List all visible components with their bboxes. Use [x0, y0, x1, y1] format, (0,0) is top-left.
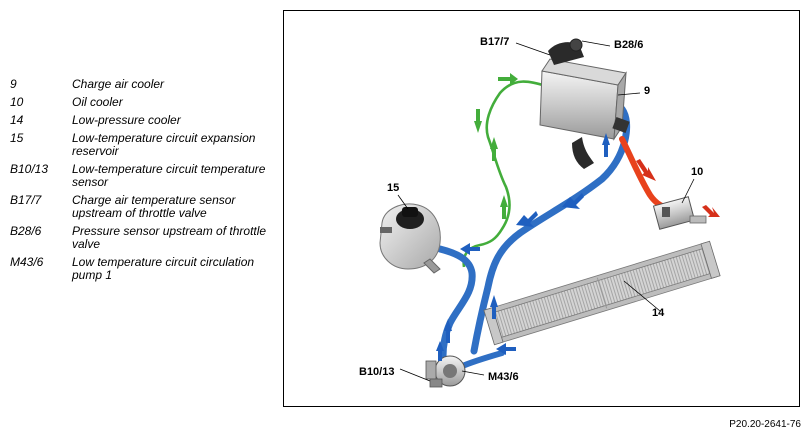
green-vent-line: [462, 80, 547, 268]
legend-desc: Low temperature circuit circulation pump…: [72, 255, 255, 282]
legend-row: 9 Charge air cooler: [10, 78, 275, 91]
legend-row: 14 Low-pressure cooler: [10, 114, 275, 127]
coolant-line-charge-air-return: [470, 105, 631, 355]
legend-key: 14: [10, 113, 24, 127]
legend-row: 15 Low-temperature circuit expansion rese…: [10, 132, 275, 158]
callout-14: 14: [652, 307, 665, 319]
legend: 9 Charge air cooler 10 Oil cooler 14 Low-pr…: [10, 78, 275, 287]
low-pressure-cooler: [483, 240, 721, 346]
callout-15: 15: [387, 182, 400, 194]
legend-desc: Low-temperature circuit expansion reserv…: [72, 131, 256, 158]
legend-key: 15: [10, 131, 24, 145]
legend-key: B17/7: [10, 193, 42, 207]
charge-air-cooler: [539, 38, 630, 169]
expansion-reservoir: [379, 203, 441, 274]
leader-lines: [397, 40, 695, 382]
coolant-line-reservoir: [436, 245, 476, 375]
diagram-frame: B17/7 B28/6 9 10 14 15 B10/13 M43/6: [283, 10, 800, 407]
legend-key: M43/6: [10, 255, 44, 269]
circulation-pump: [425, 355, 466, 387]
figure-id: P20.20-2641-76: [729, 419, 801, 430]
legend-desc: Pressure sensor upstream of throttle val…: [72, 224, 267, 251]
callout-10: 10: [691, 166, 704, 178]
legend-desc: Oil cooler: [72, 95, 123, 109]
legend-key: B10/13: [10, 162, 49, 176]
flow-arrow-blue: [436, 133, 610, 361]
callout-9: 9: [644, 85, 651, 97]
temperature-sensor: [429, 378, 443, 388]
legend-row: 10 Oil cooler: [10, 96, 275, 109]
legend-desc: Low-pressure cooler: [72, 113, 181, 127]
legend-row: B17/7 Charge air temperature sensor upstr…: [10, 194, 275, 220]
oil-cooler: [652, 196, 707, 230]
callout-b28-6: B28/6: [614, 39, 644, 51]
oil-cooler-hot-line: [619, 136, 687, 212]
legend-row: B28/6 Pressure sensor upstream of throttl…: [10, 225, 275, 251]
callout-b17-7: B17/7: [480, 36, 510, 48]
callout-b10-13: B10/13: [359, 366, 395, 378]
legend-key: 10: [10, 95, 24, 109]
coolant-line-pump-to-cooler: [457, 350, 505, 370]
legend-desc: Charge air cooler: [72, 77, 165, 91]
flow-arrow-green: [474, 73, 518, 219]
legend-desc: Charge air temperature sensor upstream o…: [72, 193, 236, 220]
legend-row: B10/13 Low-temperature circuit temperatur…: [10, 163, 275, 189]
flow-arrow-red: [636, 159, 720, 217]
cooling-circuit-diagram: [379, 38, 721, 388]
legend-key: B28/6: [10, 224, 42, 238]
callout-m43-6: M43/6: [488, 371, 519, 383]
legend-row: M43/6 Low temperature circuit circulation…: [10, 256, 275, 282]
legend-key: 9: [10, 77, 17, 91]
legend-desc: Low-temperature circuit temperature sens…: [72, 162, 266, 189]
